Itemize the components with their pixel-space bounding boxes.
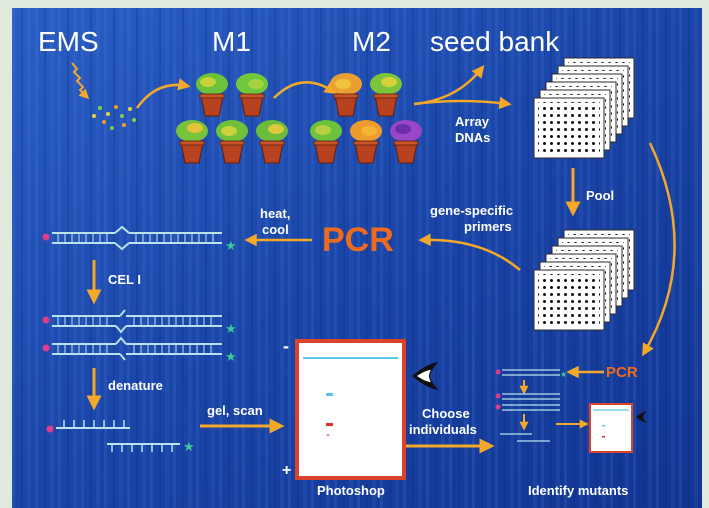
gene-specific-label-1: gene-specific [430, 203, 513, 218]
svg-text:★: ★ [560, 370, 567, 379]
m1-to-m2-arrow [273, 81, 338, 99]
gel-cyan-band [326, 393, 333, 396]
seeds-to-m1-arrow [135, 78, 191, 109]
gel-image [295, 339, 406, 480]
array-dnas-arrow [413, 96, 512, 110]
pool-label: Pool [586, 188, 614, 203]
tilling-diagram: EMS M1 M2 seed bank Array DNAs [12, 8, 702, 508]
choose-label-2: individuals [409, 422, 477, 437]
gel-scan-label: gel, scan [207, 403, 263, 418]
heat-cool-label-1: heat, [260, 206, 290, 221]
denature-label: denature [108, 378, 163, 393]
cel1-label: CEL I [108, 272, 141, 287]
gel-minus-label: - [283, 336, 289, 356]
svg-text:★: ★ [225, 349, 237, 364]
pcr-title: PCR [322, 221, 394, 259]
heat-cool-label-2: cool [262, 222, 289, 237]
choose-label-1: Choose [422, 406, 470, 421]
pool-to-pcr-arc [642, 142, 676, 357]
gel-red-band [326, 423, 333, 426]
photoshop-label: Photoshop [317, 483, 385, 498]
svg-text:★: ★ [225, 321, 237, 336]
ems-label: EMS [38, 26, 99, 57]
seeds [92, 105, 136, 130]
m1-label: M1 [212, 26, 251, 57]
array-dnas-label-2: DNAs [455, 130, 490, 145]
small-pcr-label: PCR [606, 364, 638, 381]
svg-text:★: ★ [183, 439, 195, 454]
eye-icon [412, 362, 438, 390]
mini-gel [589, 403, 633, 453]
identify-mutants-label: Identify mutants [528, 483, 628, 498]
mini-recap: ★ [495, 369, 589, 442]
heteroduplex-dna: ★ [42, 225, 237, 253]
array-dnas-label-1: Array [455, 114, 490, 129]
pink-label-dot [42, 233, 50, 241]
m2-plants [310, 73, 422, 164]
gel-plus-label: + [282, 462, 291, 479]
cleaved-dna-1: ★ [42, 309, 237, 336]
m1-plants [176, 73, 288, 164]
green-label-star: ★ [225, 238, 237, 253]
primers-arrow [418, 233, 521, 271]
gel-faint-band [326, 433, 330, 437]
cleaved-dna-2: ★ [42, 336, 237, 364]
lightning-icon [71, 62, 90, 100]
seed-bank-label: seed bank [430, 26, 560, 57]
single-strands: ★ [46, 420, 195, 454]
gene-specific-label-2: primers [464, 219, 512, 234]
m2-label: M2 [352, 26, 391, 57]
small-eye-icon [636, 411, 647, 423]
